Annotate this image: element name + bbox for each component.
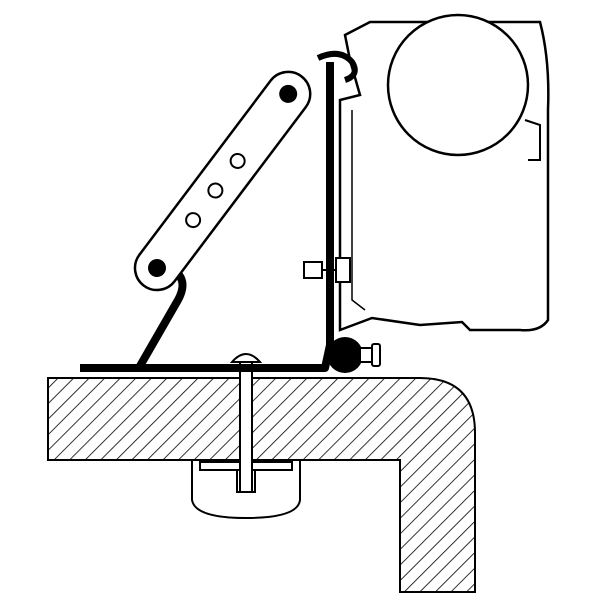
awning-roller — [386, 13, 530, 157]
ball-joint — [327, 337, 363, 373]
arm-hole — [229, 152, 246, 169]
roof-section — [47, 377, 476, 593]
nut — [303, 257, 351, 283]
top-hook — [316, 50, 358, 83]
bolt — [229, 353, 263, 493]
pivot-pin — [279, 84, 298, 103]
pivot-pin — [148, 259, 166, 277]
arm-hole — [185, 212, 202, 229]
arm-hole — [207, 182, 224, 199]
screw — [359, 347, 373, 363]
support-arm — [133, 70, 312, 292]
